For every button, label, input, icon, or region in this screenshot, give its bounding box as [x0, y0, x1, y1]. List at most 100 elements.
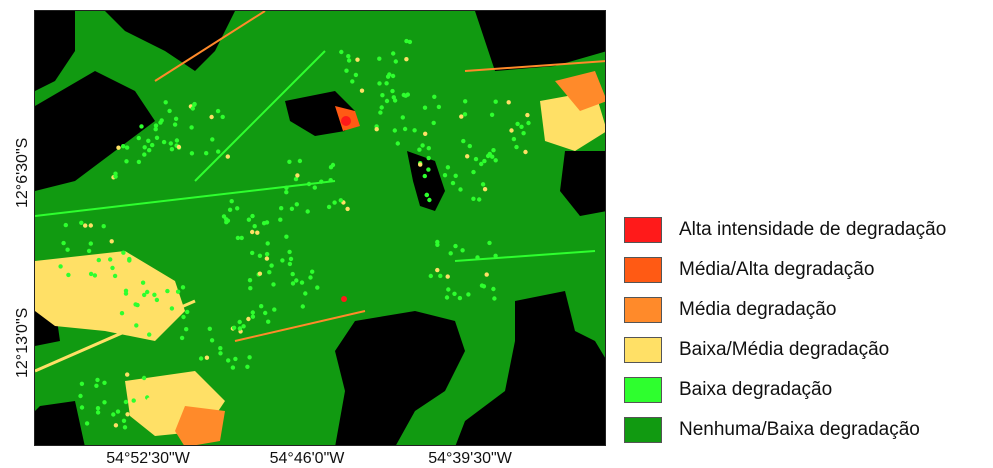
map-dot [377, 81, 382, 86]
map-dot [426, 155, 431, 161]
map-dot [271, 282, 276, 287]
map-patch-alta [341, 296, 347, 302]
map-dot [113, 423, 119, 428]
map-dot [525, 112, 530, 118]
map-dot [66, 272, 71, 278]
map-dot [89, 276, 95, 282]
map-dot [115, 409, 121, 414]
map-dot [294, 202, 299, 207]
map-dot [233, 356, 238, 362]
map-dot [161, 139, 167, 145]
map-dot [250, 229, 255, 235]
map-dot [272, 307, 277, 312]
map-dot [308, 275, 313, 280]
map-dot [246, 217, 252, 222]
map-dot [374, 127, 379, 132]
map-dot [432, 94, 437, 100]
map-dot [380, 93, 385, 98]
map-dot [519, 124, 524, 129]
map-black-area [35, 401, 85, 445]
map-dot [428, 273, 433, 279]
legend-swatch [624, 297, 662, 323]
map-dot [147, 148, 152, 153]
map-dot [226, 358, 231, 363]
map-dot [218, 351, 223, 356]
map-dot [121, 144, 126, 149]
map-dot [61, 240, 66, 246]
map-dot [288, 256, 294, 262]
y-tick-label: 12°13'0"S [14, 307, 31, 378]
map-dot [422, 105, 428, 110]
map-dot [477, 197, 482, 202]
map-dot [264, 256, 270, 261]
map-dot [377, 56, 382, 61]
map-dot [140, 280, 146, 285]
map-dot [257, 271, 263, 276]
degradation-map [34, 10, 606, 446]
map-dot [315, 285, 320, 290]
map-dot [509, 128, 514, 133]
map-dot [65, 247, 70, 252]
legend-item: Alta intensidade de degradação [624, 214, 989, 246]
map-dot [86, 248, 92, 254]
map-dot [189, 151, 195, 156]
map-dot [78, 393, 83, 399]
map-dot [142, 292, 147, 298]
map-dot [169, 147, 175, 152]
map-dot [165, 288, 170, 294]
map-dot [259, 304, 264, 309]
map-dot [445, 274, 450, 279]
map-dot [225, 218, 231, 223]
map-dot [287, 249, 292, 255]
map-dot [385, 74, 391, 79]
map-dot [146, 138, 151, 143]
map-dot [109, 239, 114, 244]
map-dot [452, 291, 457, 296]
map-dot [297, 158, 303, 164]
map-dot [95, 377, 100, 383]
legend-label: Nenhuma/Baixa degradação [679, 419, 920, 440]
map-dot [269, 263, 274, 268]
map-dot [198, 356, 204, 361]
map-dot [426, 146, 431, 151]
map-dot [511, 136, 517, 142]
map-dot [458, 187, 463, 192]
map-dot [300, 304, 305, 309]
map-dot [438, 273, 443, 279]
map-black-area [475, 11, 605, 71]
map-black-area [560, 151, 605, 216]
legend-item: Média/Alta degradação [624, 254, 989, 286]
map-dot [379, 105, 384, 110]
map-dot [461, 138, 466, 144]
legend-item: Baixa/Média degradação [624, 334, 989, 366]
map-dot [142, 145, 147, 150]
map-dot [147, 332, 152, 337]
map-dot [448, 251, 453, 256]
map-dot [350, 79, 355, 84]
map-dot [491, 286, 496, 292]
map-dot [101, 224, 106, 229]
map-dot [420, 143, 425, 148]
map-dot [264, 220, 270, 225]
map-dot [359, 88, 365, 93]
map-dot [145, 289, 150, 295]
map-dot [250, 213, 255, 219]
map-dot [79, 381, 85, 386]
map-dot [306, 181, 312, 187]
map-dot [180, 285, 186, 290]
map-dot [220, 114, 225, 120]
map-dot [108, 257, 113, 262]
map-dot [287, 261, 293, 267]
map-dot [247, 278, 253, 283]
map-dot [153, 127, 158, 132]
map-dot [229, 199, 234, 204]
map-dot [147, 397, 152, 402]
map-dot [404, 57, 409, 62]
map-dot [121, 250, 126, 255]
y-tick-label: 12°6'30"S [14, 137, 31, 208]
map-dot [294, 278, 299, 283]
map-dot [355, 57, 360, 62]
map-strip [234, 310, 366, 342]
map-dot [490, 154, 495, 159]
map-dot [492, 296, 497, 301]
